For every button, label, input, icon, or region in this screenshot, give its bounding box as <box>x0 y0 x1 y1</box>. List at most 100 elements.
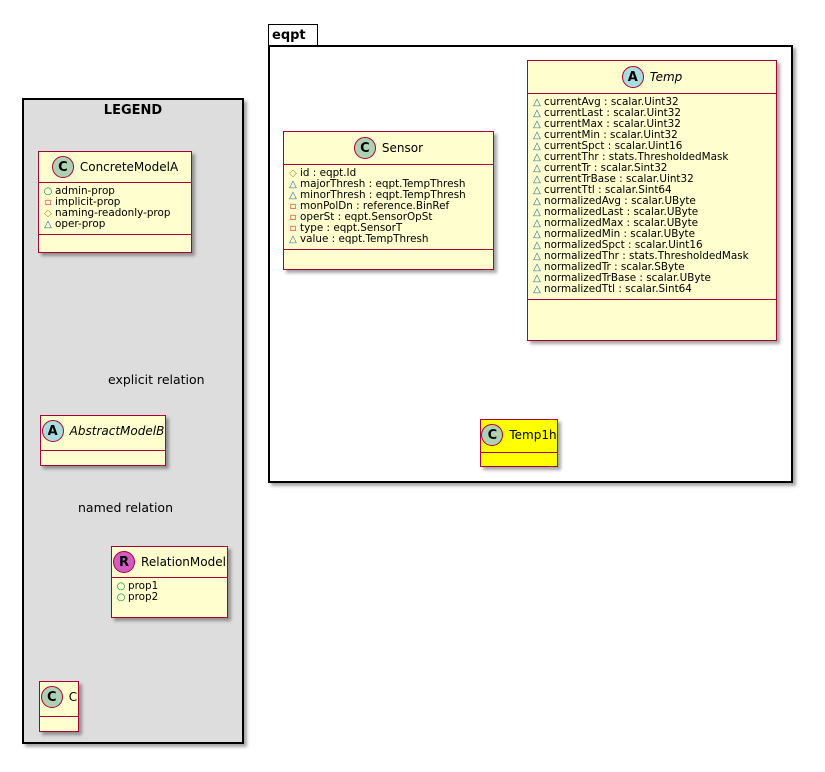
attribute-row: △majorThresh : eqpt.TempThresh <box>288 179 489 191</box>
class-stereotype-icon: C <box>481 424 504 446</box>
attribute-text: currentTrBase : scalar.Uint32 <box>544 173 694 185</box>
attribute-row: △currentMax : scalar.Uint32 <box>532 119 772 131</box>
attribute-row: ◇naming-readonly-prop <box>43 207 187 220</box>
attribute-row: ▫type : eqpt.SensorT <box>288 222 489 235</box>
package-icon: △ <box>289 179 297 190</box>
attribute-text: naming-readonly-prop <box>55 207 171 219</box>
class-name: C <box>68 690 78 704</box>
attribute-row: ◇id : eqpt.Id <box>288 167 489 180</box>
class-relation-model[interactable]: R RelationModel ○prop1○prop2 <box>111 546 228 618</box>
attribute-text: currentLast : scalar.Uint32 <box>544 107 681 119</box>
package-icon: △ <box>533 130 541 141</box>
protected-icon: ◇ <box>289 168 297 179</box>
package-icon: △ <box>533 174 541 185</box>
named-relation-label: named relation <box>78 500 173 515</box>
class-temp1h[interactable]: C Temp1h <box>480 419 558 467</box>
attribute-text: normalizedAvg : scalar.UByte <box>544 195 696 207</box>
package-icon: △ <box>533 119 541 130</box>
attribute-row: ▫monPolDn : reference.BinRef <box>288 200 489 213</box>
attribute-list: ○prop1○prop2 <box>112 578 227 607</box>
attribute-row: ○admin-prop <box>43 185 187 198</box>
attribute-text: minorThresh : eqpt.TempThresh <box>300 189 466 201</box>
class-c[interactable]: C C <box>39 681 79 732</box>
attribute-row: △currentMin : scalar.Uint32 <box>532 130 772 142</box>
attribute-row: ▫operSt : eqpt.SensorOpSt <box>288 211 489 224</box>
attribute-text: currentSpct : scalar.Uint16 <box>544 140 683 152</box>
attribute-row: △oper-prop <box>43 219 187 231</box>
attribute-row: △currentAvg : scalar.Uint32 <box>532 96 772 109</box>
class-name: AbstractModelB <box>69 424 165 438</box>
private-icon: ▫ <box>289 201 297 212</box>
public-icon: ○ <box>43 186 53 197</box>
attribute-text: id : eqpt.Id <box>300 167 357 179</box>
attribute-row: △currentTrBase : scalar.Uint32 <box>532 173 772 186</box>
package-tab: eqpt <box>268 24 318 46</box>
attribute-text: normalizedTtl : scalar.Sint64 <box>544 283 692 295</box>
attribute-text: normalizedTrBase : scalar.UByte <box>544 272 711 284</box>
package-icon: △ <box>533 207 541 218</box>
package-icon: △ <box>289 190 297 201</box>
attribute-row: △currentLast : scalar.Uint32 <box>532 107 772 120</box>
class-name: Sensor <box>381 141 424 155</box>
attribute-row: △normalizedSpct : scalar.Uint16 <box>532 240 772 252</box>
attribute-row: △currentTr : scalar.Sint32 <box>532 163 772 175</box>
attribute-text: normalizedMin : scalar.UByte <box>544 228 695 240</box>
attribute-text: normalizedTr : scalar.SByte <box>544 261 685 273</box>
attribute-text: normalizedThr : stats.ThresholdedMask <box>544 250 749 262</box>
private-icon: ▫ <box>44 197 52 208</box>
attribute-list: ○admin-prop▫implicit-prop◇naming-readonl… <box>39 183 191 234</box>
public-icon: ○ <box>116 581 126 592</box>
package-icon: △ <box>533 108 541 119</box>
attribute-list: △currentAvg : scalar.Uint32△currentLast … <box>528 94 776 299</box>
class-abstract-model-b[interactable]: A AbstractModelB <box>40 415 166 466</box>
class-stereotype-icon: C <box>40 686 63 708</box>
package-icon: △ <box>289 234 297 245</box>
legend-title: LEGEND <box>103 103 163 118</box>
attribute-text: type : eqpt.SensorT <box>300 222 403 234</box>
attribute-row: △normalizedLast : scalar.UByte <box>532 206 772 219</box>
attribute-text: admin-prop <box>55 185 115 197</box>
explicit-relation-label: explicit relation <box>108 372 205 387</box>
class-name: RelationModel <box>141 555 226 569</box>
attribute-row: △normalizedTr : scalar.SByte <box>532 261 772 274</box>
package-icon: △ <box>533 284 541 295</box>
protected-icon: ◇ <box>44 208 52 219</box>
attribute-row: △normalizedTrBase : scalar.UByte <box>532 272 772 285</box>
class-concrete-model-a[interactable]: C ConcreteModelA ○admin-prop▫implicit-pr… <box>38 151 192 253</box>
class-name: Temp1h <box>509 428 557 442</box>
attribute-row: △currentThr : stats.ThresholdedMask <box>532 152 772 164</box>
class-sensor[interactable]: C Sensor ◇id : eqpt.Id△majorThresh : eqp… <box>283 131 494 270</box>
private-icon: ▫ <box>289 212 297 223</box>
attribute-row: △normalizedMin : scalar.UByte <box>532 228 772 241</box>
attribute-text: value : eqpt.TempThresh <box>300 233 429 245</box>
package-icon: △ <box>533 218 541 229</box>
package-icon: △ <box>533 251 541 262</box>
package-icon: △ <box>533 163 541 174</box>
attribute-text: operSt : eqpt.SensorOpSt <box>300 211 433 223</box>
class-stereotype-icon: A <box>621 66 644 88</box>
attribute-text: prop2 <box>128 591 159 603</box>
class-stereotype-icon: C <box>51 156 74 178</box>
package-icon: △ <box>533 185 541 196</box>
attribute-text: currentAvg : scalar.Uint32 <box>544 96 679 108</box>
attribute-row: △minorThresh : eqpt.TempThresh <box>288 189 489 202</box>
package-icon: △ <box>533 152 541 163</box>
attribute-text: monPolDn : reference.BinRef <box>300 200 450 212</box>
attribute-text: normalizedLast : scalar.UByte <box>544 206 699 218</box>
class-stereotype-icon: R <box>113 551 136 573</box>
attribute-row: △currentSpct : scalar.Uint16 <box>532 140 772 153</box>
class-stereotype-icon: A <box>41 420 64 442</box>
package-icon: △ <box>44 219 52 230</box>
package-icon: △ <box>533 229 541 240</box>
attribute-row: △normalizedTtl : scalar.Sint64 <box>532 283 772 296</box>
private-icon: ▫ <box>289 223 297 234</box>
package-icon: △ <box>533 97 541 108</box>
attribute-text: implicit-prop <box>55 196 121 208</box>
class-temp[interactable]: A Temp △currentAvg : scalar.Uint32△curre… <box>527 60 777 341</box>
attribute-text: prop1 <box>128 580 159 592</box>
package-icon: △ <box>533 196 541 207</box>
package-icon: △ <box>533 240 541 251</box>
class-stereotype-icon: C <box>353 137 376 159</box>
attribute-row: △value : eqpt.TempThresh <box>288 233 489 246</box>
attribute-text: normalizedMax : scalar.UByte <box>544 217 699 229</box>
